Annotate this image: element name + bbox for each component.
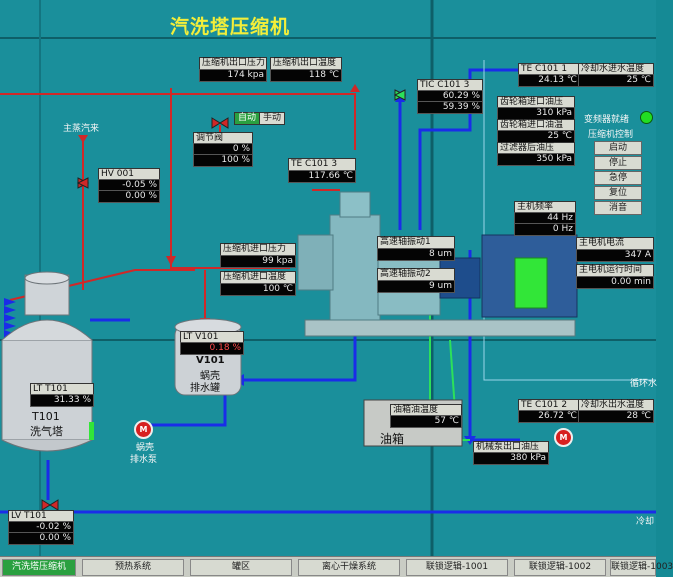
hs-vib2-value: 9 um [377,280,455,293]
emergency-stop-button[interactable]: 急停 [594,171,642,185]
tab-interlock-1003[interactable]: 联锁逻辑-1003 [610,559,673,576]
vfd-ready-label: 变频器就绪 [584,115,630,125]
cooling-label: 冷却 [636,517,655,527]
te-c101-2-value: 26.72 ℃ [518,410,580,423]
cw-in-temp-value: 25 ℃ [578,74,654,87]
tab-tank-area[interactable]: 罐区 [190,559,292,576]
inlet-pressure-value: 99 kpa [220,255,296,268]
t101-name: T101 [32,410,60,423]
pump-outlet-pressure-value: 380 kPa [473,452,549,465]
tic-c101-value2: 59.39 % [417,101,483,114]
auto-mode-button[interactable]: 自动 [234,112,261,125]
compressor-control-label: 压缩机控制 [588,130,634,140]
lv101-value2: 0.00 % [8,532,74,545]
control-valve-value2: 100 % [193,154,253,167]
screen-tab-bar: 汽洗塔压缩机 预热系统 罐区 离心干燥系统 联锁逻辑-1001 联锁逻辑-100… [0,556,673,577]
lube-oil-pressure-value: 350 kPa [497,153,575,166]
process-piping [0,0,656,556]
reset-button[interactable]: 复位 [594,186,642,200]
cw-out-temp-value: 28 ℃ [578,410,654,423]
v101-desc1: 蜗壳 [200,371,220,382]
inlet-temp-value: 100 ℃ [220,283,296,296]
silence-button[interactable]: 消音 [594,201,642,215]
lt-v101-value: 0.18 % [180,342,244,355]
v101-name: V101 [196,355,225,366]
tab-preheat[interactable]: 预热系统 [82,559,184,576]
tab-centrifuge-dryer[interactable]: 离心干燥系统 [298,559,400,576]
te-c101-1-value: 24.13 ℃ [518,74,580,87]
tab-interlock-1002[interactable]: 联锁逻辑-1002 [514,559,606,576]
screen-title: 汽洗塔压缩机 [170,16,291,38]
oil-tank-temp-value: 57 ℃ [390,415,462,428]
tab-compressor[interactable]: 汽洗塔压缩机 [2,559,76,576]
motor-icon [516,260,546,306]
motor-current-value: 347 A [576,249,654,262]
lt-t101-value: 31.33 % [30,394,94,407]
drain-pump-icon[interactable]: M [134,420,153,439]
oil-pump-icon[interactable]: M [554,428,573,447]
motor-runtime-value: 0.00 min [576,276,654,289]
outlet-pressure-value: 174 kpa [199,69,267,82]
main-steam-label: 主蒸汽来 [63,124,100,134]
hv001-value1: -0.05 % [98,179,160,192]
hs-vib1-value: 8 um [377,248,455,261]
stop-button[interactable]: 停止 [594,156,642,170]
oil-tank-label: 油箱 [380,432,405,446]
tab-interlock-1001[interactable]: 联锁逻辑-1001 [406,559,508,576]
pump-desc2: 排水泵 [130,455,158,465]
start-button[interactable]: 启动 [594,141,642,155]
ready-lamp-icon [640,111,653,124]
motor-freq-value2: 0 Hz [514,223,576,236]
circulation-label: 循环水 [630,379,658,389]
v101-desc2: 排水罐 [190,383,220,394]
pump-desc1: 蜗壳 [136,443,155,453]
hv001-value2: 0.00 % [98,190,160,203]
t101-desc: 洗气塔 [30,425,63,438]
manual-mode-button[interactable]: 手动 [259,112,286,125]
te-c101-3-value: 117.66 ℃ [288,170,356,183]
outlet-temp-value: 118 ℃ [270,69,342,82]
